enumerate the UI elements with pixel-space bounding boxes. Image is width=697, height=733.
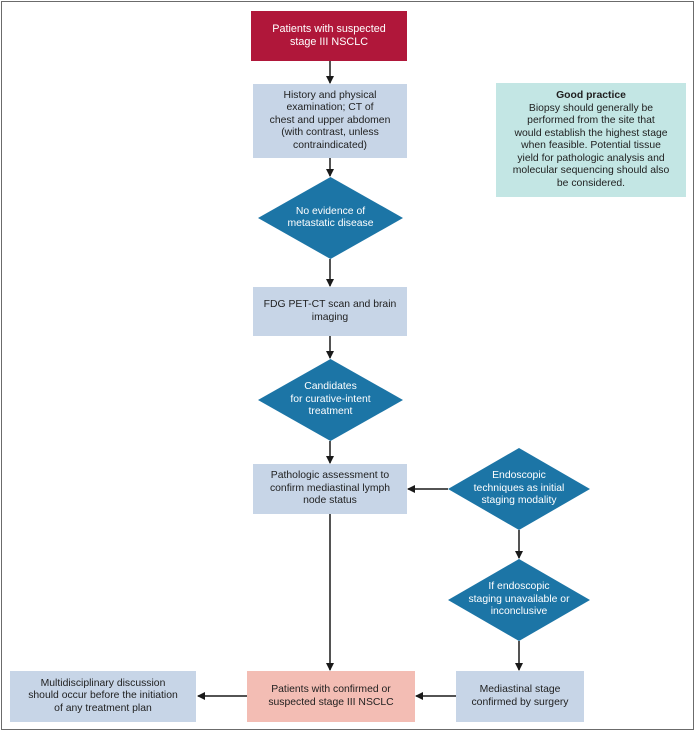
decision-diamond-shape xyxy=(258,177,403,259)
pathologic-box: Pathologic assessment to confirm mediast… xyxy=(253,464,407,514)
good-practice-note: Good practice Biopsy should generally be… xyxy=(496,83,686,197)
endoscopic-decision: Endoscopic techniques as initial staging… xyxy=(448,448,590,530)
if-endoscopic-decision: If endoscopic staging unavailable or inc… xyxy=(448,559,590,641)
no-metastatic-label: No evidence of metastatic disease xyxy=(287,205,374,230)
decision-diamond-shape xyxy=(448,448,590,530)
confirmed-box: Patients with confirmed or suspected sta… xyxy=(247,671,415,722)
history-box: History and physical examination; CT of … xyxy=(253,84,407,158)
good-practice-body: Biopsy should generally be performed fro… xyxy=(512,102,670,189)
decision-diamond-shape xyxy=(448,559,590,641)
no-metastatic-decision: No evidence of metastatic disease xyxy=(258,177,403,259)
good-practice-title: Good practice xyxy=(556,90,626,101)
candidates-decision: Candidates for curative-intent treatment xyxy=(258,359,403,441)
if-endoscopic-label: If endoscopic staging unavailable or inc… xyxy=(468,581,570,618)
pet-ct-box: FDG PET-CT scan and brain imaging xyxy=(253,287,407,336)
start-box: Patients with suspected stage III NSCLC xyxy=(251,11,407,61)
candidates-label: Candidates for curative-intent treatment xyxy=(290,381,371,418)
surgery-box: Mediastinal stage confirmed by surgery xyxy=(456,671,584,722)
multidisciplinary-box: Multidisciplinary discussion should occu… xyxy=(10,671,196,722)
decision-diamond-shape xyxy=(258,359,403,441)
endoscopic-label: Endoscopic techniques as initial staging… xyxy=(473,470,565,507)
